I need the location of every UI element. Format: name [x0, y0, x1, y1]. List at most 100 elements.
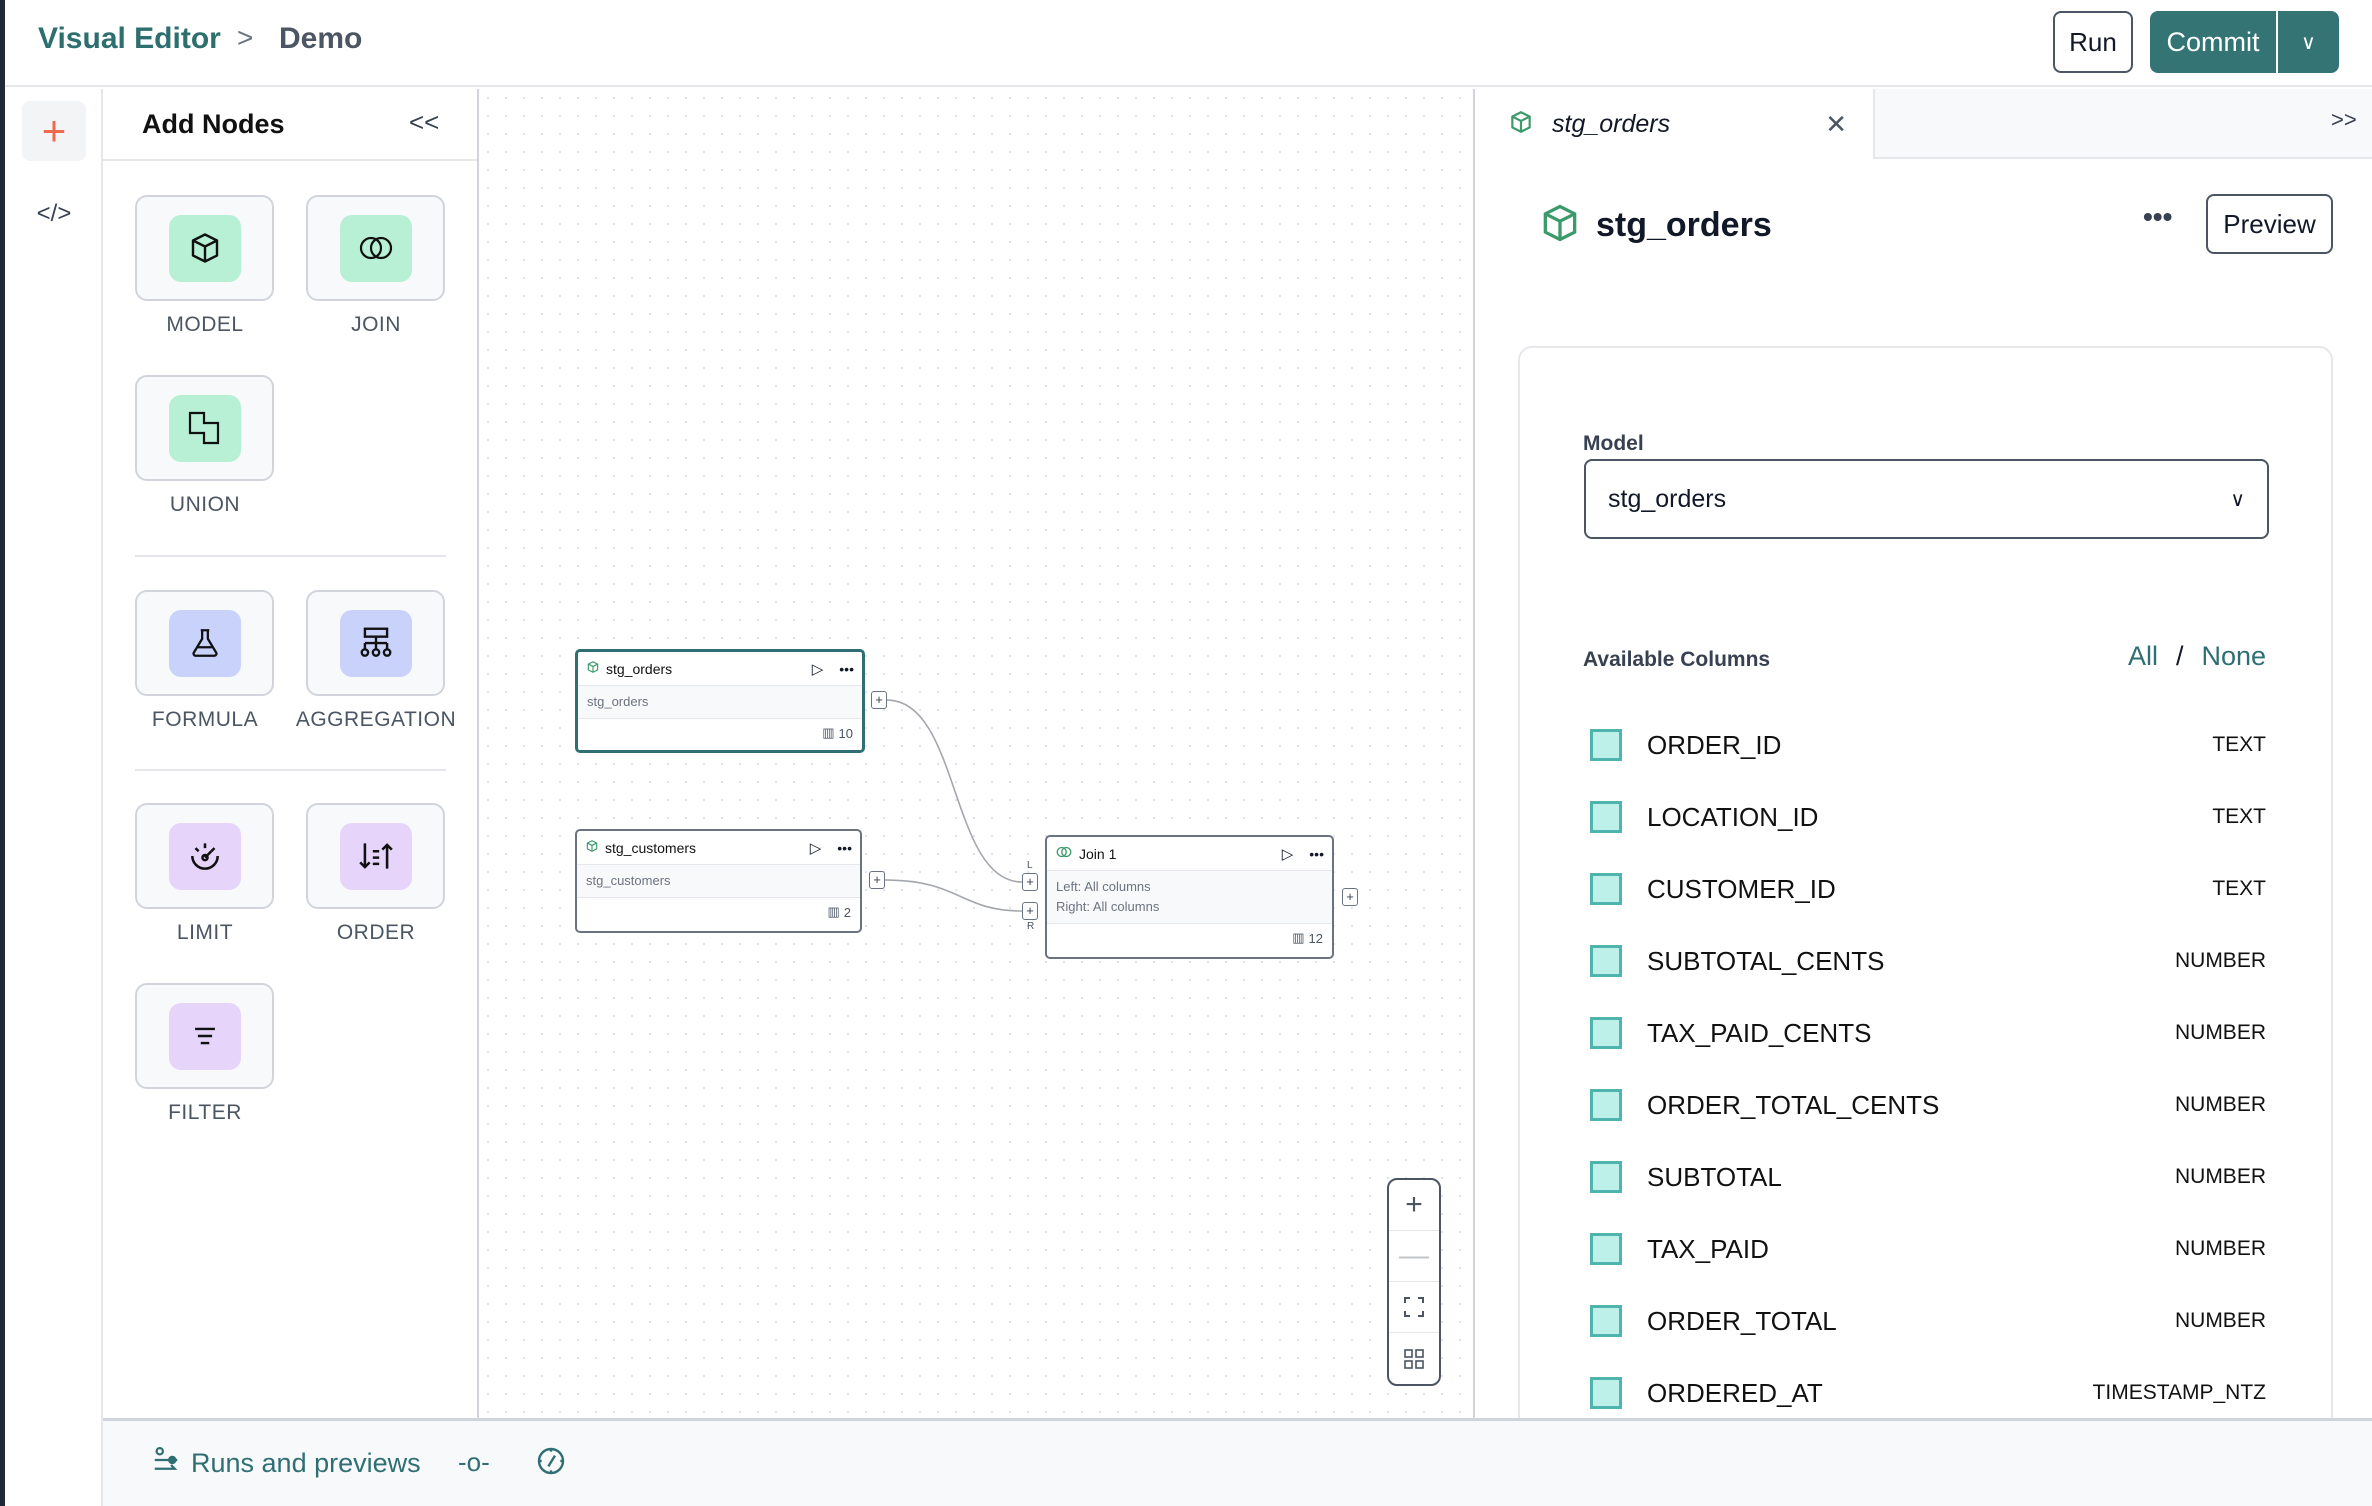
column-checkbox[interactable]: [1590, 873, 1622, 905]
column-row[interactable]: CUSTOMER_ID TEXT: [1590, 869, 2266, 909]
preview-button[interactable]: Preview: [2206, 194, 2333, 254]
node-tile-limit[interactable]: [135, 803, 274, 909]
more-icon[interactable]: •••: [1309, 845, 1324, 862]
node-tile-aggregation[interactable]: [306, 590, 445, 696]
node-tile-filter[interactable]: [135, 983, 274, 1089]
select-all-link[interactable]: All: [2128, 641, 2159, 671]
runs-icon: [151, 1445, 181, 1482]
collapse-icon[interactable]: <<: [409, 107, 440, 137]
play-icon[interactable]: ▷: [811, 660, 824, 678]
more-icon[interactable]: •••: [839, 660, 854, 677]
tab-stg-orders[interactable]: stg_orders ✕: [1475, 89, 1875, 159]
column-name: CUSTOMER_ID: [1647, 873, 1836, 904]
layout-grid-icon[interactable]: [1389, 1333, 1439, 1384]
column-checkbox[interactable]: [1590, 729, 1622, 761]
select-all-none: All / None: [2128, 641, 2266, 672]
node-title: stg_customers: [605, 839, 697, 856]
flow-canvas[interactable]: [479, 89, 1473, 1418]
column-name: SUBTOTAL_CENTS: [1647, 945, 1885, 976]
expand-icon[interactable]: >>: [2331, 107, 2357, 132]
right-port-label: R: [1027, 921, 1035, 932]
column-type: TEXT: [2212, 805, 2266, 828]
model-select[interactable]: stg_orders ∨: [1584, 459, 2269, 539]
play-icon[interactable]: ▷: [809, 839, 822, 857]
plus-icon[interactable]: +: [22, 101, 86, 161]
column-type: NUMBER: [2174, 1309, 2266, 1332]
zoom-out-icon[interactable]: —: [1389, 1231, 1439, 1282]
column-checkbox[interactable]: [1590, 1089, 1622, 1121]
run-button[interactable]: Run: [2053, 11, 2133, 73]
separator: /: [2176, 641, 2184, 671]
fit-view-icon[interactable]: [1389, 1282, 1439, 1333]
column-checkbox[interactable]: [1590, 1233, 1622, 1265]
column-checkbox[interactable]: [1590, 801, 1622, 833]
column-count: 2: [843, 904, 851, 920]
column-checkbox[interactable]: [1590, 945, 1622, 977]
column-name: ORDERED_AT: [1647, 1377, 1823, 1408]
column-checkbox[interactable]: [1590, 1305, 1622, 1337]
canvas-node-stg-customers[interactable]: stg_customers ▷ ••• stg_customers ▥2: [575, 829, 862, 933]
compass-icon[interactable]: [535, 1445, 567, 1482]
node-label-order: ORDER: [336, 921, 416, 944]
cube-icon: [1538, 199, 1582, 252]
cube-icon: [1508, 107, 1534, 142]
node-tile-join[interactable]: [306, 195, 445, 301]
column-name: ORDER_TOTAL_CENTS: [1647, 1089, 1940, 1120]
commit-button[interactable]: Commit: [2150, 11, 2278, 73]
play-icon[interactable]: ▷: [1281, 845, 1294, 863]
left-input-handle[interactable]: +: [1022, 873, 1038, 891]
output-handle[interactable]: +: [871, 691, 887, 709]
panel-title: Add Nodes: [142, 109, 285, 139]
column-count: 10: [838, 725, 853, 741]
node-tile-union[interactable]: [135, 375, 274, 481]
limit-icon: [168, 822, 241, 890]
output-handle[interactable]: +: [869, 871, 885, 889]
column-type: TEXT: [2212, 733, 2266, 756]
node-tile-order[interactable]: [306, 803, 445, 909]
select-none-link[interactable]: None: [2201, 641, 2267, 671]
columns-icon: ▥: [827, 904, 840, 919]
code-icon[interactable]: </>: [36, 200, 72, 227]
node-tile-model[interactable]: [135, 195, 274, 301]
chevron-down-icon[interactable]: ∨: [2301, 31, 2316, 54]
divider: [135, 769, 446, 771]
node-label-aggregation: AGGREGATION: [295, 708, 457, 731]
breadcrumb-visual-editor[interactable]: Visual Editor: [38, 22, 221, 55]
column-checkbox[interactable]: [1590, 1161, 1622, 1193]
zoom-in-icon[interactable]: +: [1389, 1180, 1439, 1231]
column-checkbox[interactable]: [1590, 1377, 1622, 1409]
more-icon[interactable]: •••: [837, 839, 852, 856]
column-checkbox[interactable]: [1590, 1017, 1622, 1049]
more-options-icon[interactable]: •••: [2143, 201, 2173, 232]
breadcrumb-separator: >: [237, 22, 254, 53]
node-label-union: UNION: [169, 493, 241, 516]
chevron-down-icon: ∨: [2230, 488, 2245, 511]
top-bar: Visual Editor > Demo Run Commit ∨: [5, 0, 2372, 87]
close-icon[interactable]: ✕: [1825, 108, 1847, 139]
node-tile-formula[interactable]: [135, 590, 274, 696]
column-name: SUBTOTAL: [1647, 1161, 1782, 1192]
column-name: TAX_PAID: [1647, 1233, 1769, 1264]
canvas-node-stg-orders[interactable]: stg_orders ▷ ••• stg_orders ▥10: [575, 649, 865, 753]
window-edge: [0, 0, 5, 1506]
canvas-node-join[interactable]: Join 1 ▷ ••• Left: All columns Right: Al…: [1045, 835, 1334, 959]
node-label-limit: LIMIT: [176, 921, 234, 944]
output-handle[interactable]: +: [1342, 888, 1358, 906]
commit-graph-icon[interactable]: -o-: [458, 1447, 490, 1477]
model-config-card: Model stg_orders ∨ Available Columns All…: [1518, 346, 2333, 1446]
properties-panel: stg_orders ✕ >> stg_orders ••• Preview M…: [1473, 89, 2372, 1446]
column-type: TEXT: [2212, 877, 2266, 900]
node-body: Left: All columns Right: All columns: [1047, 871, 1332, 924]
runs-and-previews-button[interactable]: Runs and previews: [151, 1445, 421, 1482]
right-input-handle[interactable]: +: [1022, 902, 1038, 920]
